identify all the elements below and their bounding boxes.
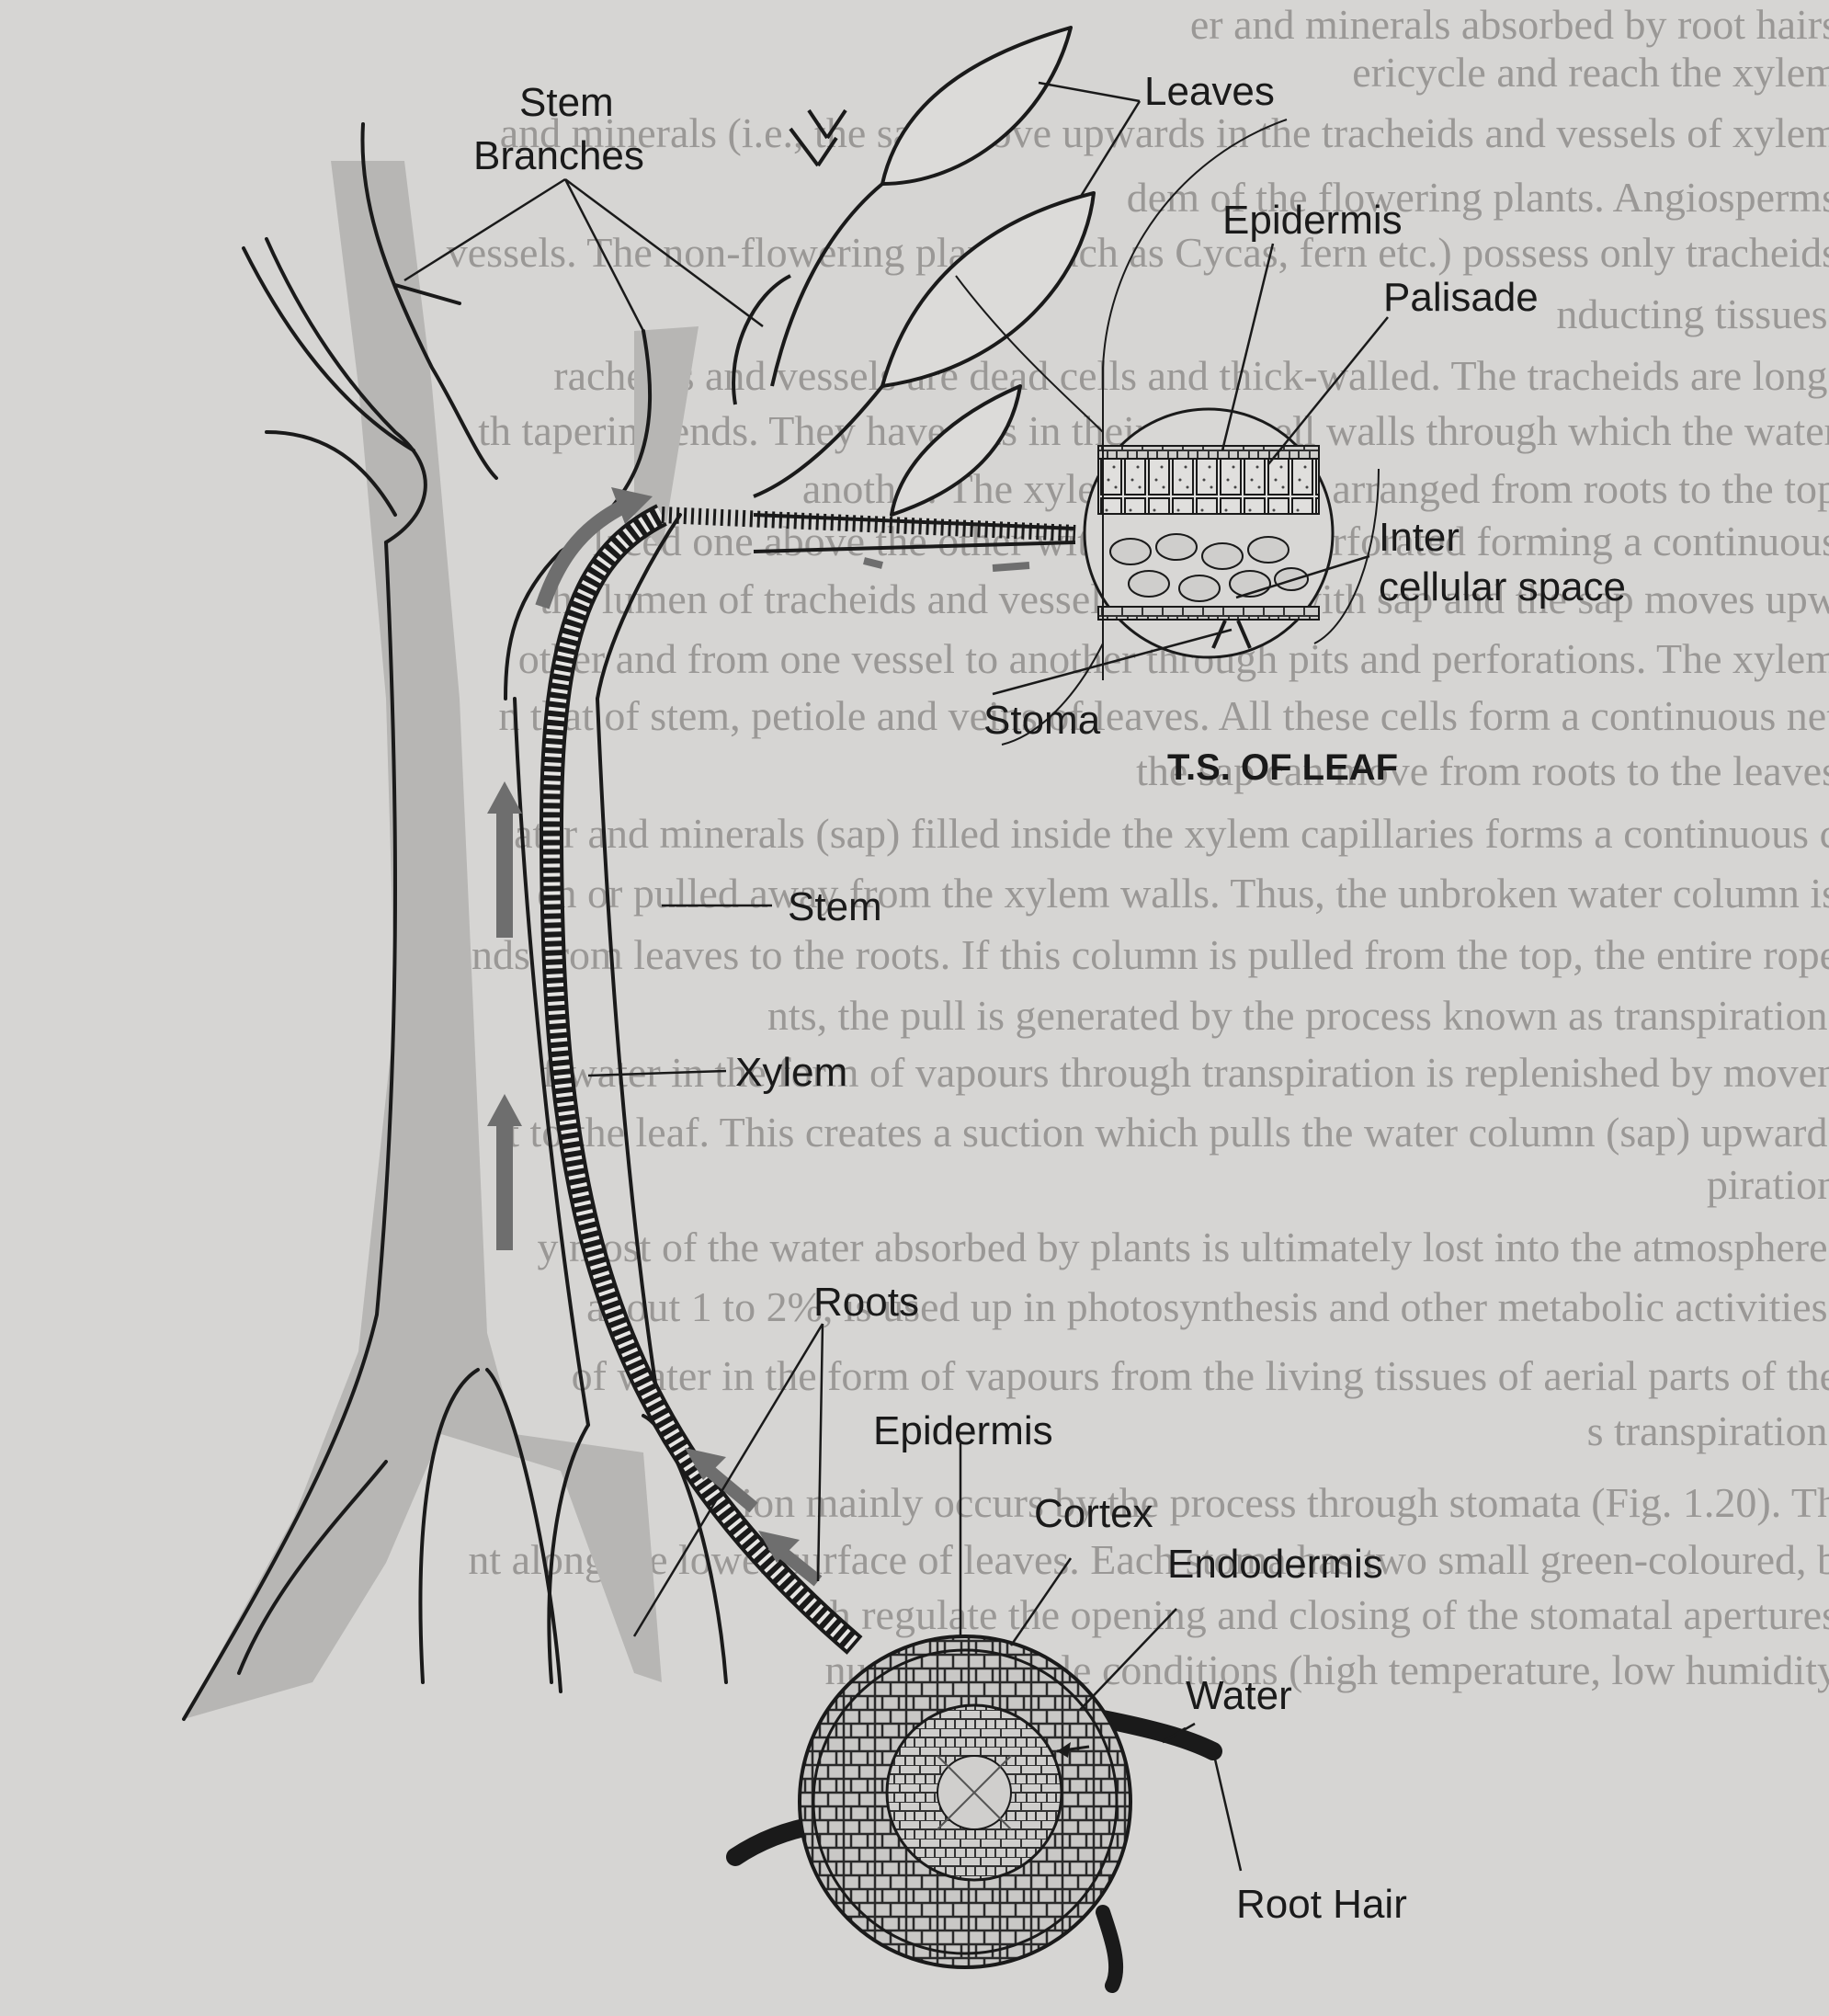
background-text-line: ericycle and reach the xylem xyxy=(1352,49,1829,96)
background-text-line: nds from leaves to the roots. If this co… xyxy=(471,931,1829,978)
background-text-line: dem of the flowering plants. Angiosperms xyxy=(1126,174,1829,221)
background-text-line: ater and minerals (sap) filled inside th… xyxy=(514,810,1829,857)
background-text-line: vessels. The non-flowering plants (such … xyxy=(446,229,1829,276)
stem-shade xyxy=(184,161,699,1719)
background-text-line: en or pulled away from the xylem walls. … xyxy=(537,870,1829,917)
background-text-line: n that of stem, petiole and veins of lea… xyxy=(498,692,1829,739)
stem-branches-label-line1: Stem xyxy=(519,80,614,125)
background-text-line: the sap can move from roots to the leave… xyxy=(1136,747,1829,794)
background-text-line: f water in the form of vapours through t… xyxy=(541,1049,1829,1096)
palisade-label: Palisade xyxy=(1383,275,1539,320)
stem-label: Stem xyxy=(788,884,882,929)
background-text-line: y most of the water absorbed by plants i… xyxy=(537,1224,1829,1270)
ts-of-leaf-caption: T.S. OF LEAF xyxy=(1167,747,1399,788)
root-epidermis-label: Epidermis xyxy=(873,1408,1053,1453)
water-label: Water xyxy=(1186,1673,1292,1718)
xylem-vessel xyxy=(539,504,1076,1655)
background-text-line: t to the leaf. This creates a suction wh… xyxy=(507,1109,1829,1156)
background-text-line: nts, the pull is generated by the proces… xyxy=(767,992,1829,1039)
xylem-label: Xylem xyxy=(735,1050,848,1095)
stem-branches-label-line2: Branches xyxy=(473,133,644,178)
background-text-line: about 1 to 2%, is used up in photosynthe… xyxy=(586,1283,1829,1330)
background-text-line: and minerals (i.e., the sap) move upward… xyxy=(499,109,1829,156)
leaves-drawing xyxy=(732,26,1096,553)
stoma-label: Stoma xyxy=(983,698,1101,743)
upward-arrows xyxy=(487,487,1030,1587)
endodermis-label: Endodermis xyxy=(1167,1542,1383,1587)
root-cross-section xyxy=(726,1634,1222,1993)
roots-label: Roots xyxy=(813,1280,919,1325)
root-hair-label: Root Hair xyxy=(1236,1882,1407,1927)
leaf-cross-section xyxy=(955,119,1380,746)
leaves-label: Leaves xyxy=(1144,69,1275,114)
leader-lines xyxy=(403,81,1389,1872)
background-text-line: h regulate the opening and closing of th… xyxy=(829,1591,1829,1638)
background-text-line: nducting tissues. xyxy=(1556,290,1829,337)
cortex-label: Cortex xyxy=(1034,1491,1153,1536)
background-text-line: er and minerals absorbed by root hairs xyxy=(1189,1,1829,48)
background-text-line: s transpiration. xyxy=(1586,1407,1829,1454)
background-text-line: nt along the lower surface of leaves. Ea… xyxy=(468,1536,1829,1583)
background-text-line: piration xyxy=(1706,1161,1829,1208)
background-text-line: ion mainly occurs by the process through… xyxy=(741,1479,1829,1526)
intercellular-space-label-line1: Inter xyxy=(1379,515,1460,560)
leaf-epidermis-label: Epidermis xyxy=(1222,198,1403,243)
intercellular-space-label-line2: cellular space xyxy=(1379,564,1627,609)
background-text-line: racheids and vessels are dead cells and … xyxy=(553,352,1829,399)
